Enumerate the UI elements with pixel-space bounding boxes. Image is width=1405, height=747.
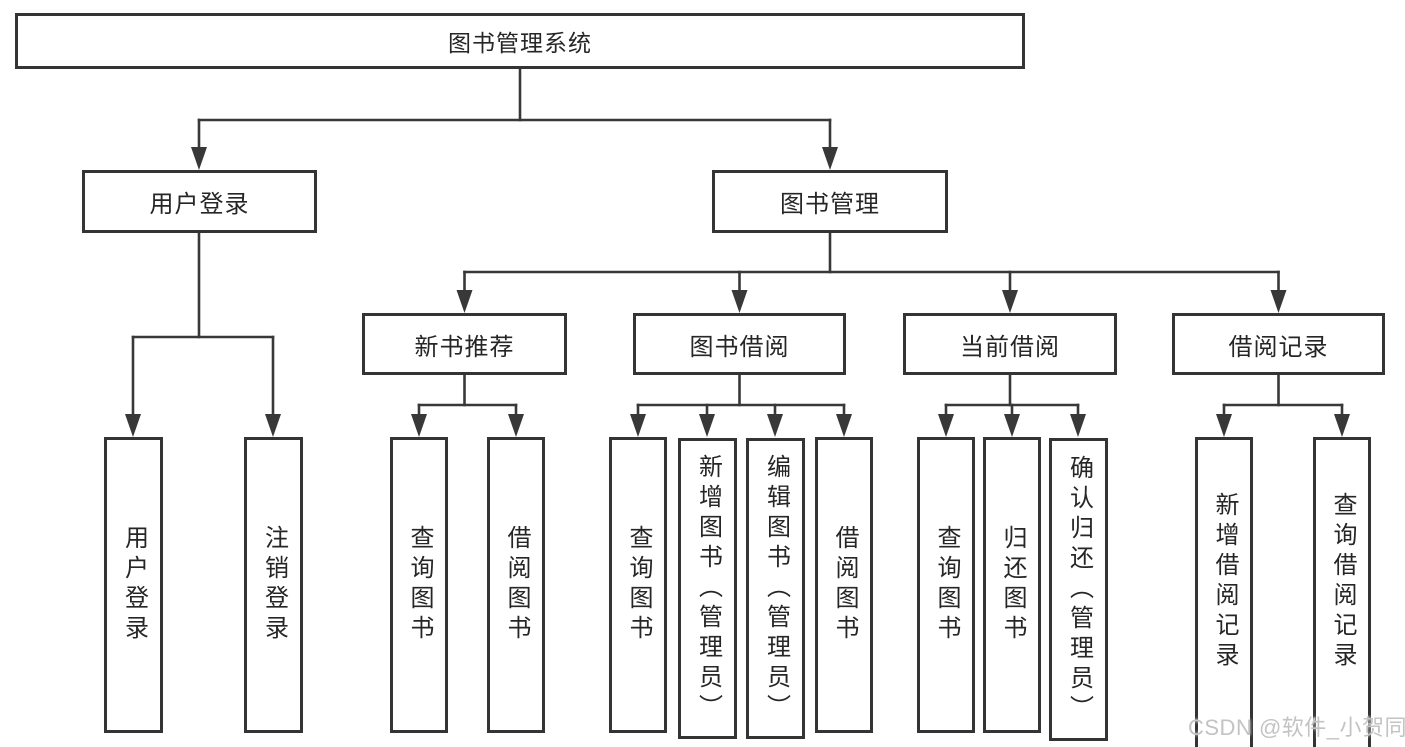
leaf-recommend-query-books: 查询图书 — [390, 437, 448, 733]
node-root-label: 图书管理系统 — [448, 30, 592, 56]
node-current-borrowing: 当前借阅 — [903, 313, 1117, 375]
node-new-book-recommend-label: 新书推荐 — [414, 333, 515, 361]
leaf-borrow-books: 借阅图书 — [815, 437, 873, 733]
node-root: 图书管理系统 — [15, 13, 1025, 69]
node-book-management: 图书管理 — [712, 170, 948, 233]
leaf-add-books-admin: 新增图书（管理员） — [678, 438, 737, 739]
leaf-current-query-books: 查询图书 — [917, 437, 975, 733]
leaf-borrowing-query-books: 查询图书 — [609, 437, 667, 733]
node-borrowing-records-label: 借阅记录 — [1228, 333, 1329, 361]
leaf-logout: 注销登录 — [244, 437, 303, 733]
node-borrowing-records: 借阅记录 — [1172, 313, 1385, 375]
node-user-login: 用户登录 — [82, 170, 317, 233]
node-book-management-label: 图书管理 — [780, 191, 880, 218]
csdn-watermark: CSDN @软件_小贺同学 — [1188, 715, 1405, 740]
leaf-return-books: 归还图书 — [983, 437, 1041, 733]
node-user-login-label: 用户登录 — [149, 191, 250, 218]
node-new-book-recommend: 新书推荐 — [362, 313, 567, 375]
leaf-recommend-borrow-books: 借阅图书 — [487, 437, 545, 733]
node-book-borrowing-label: 图书借阅 — [689, 333, 790, 361]
node-book-borrowing: 图书借阅 — [633, 313, 846, 375]
arrowhead-group — [125, 147, 1350, 437]
leaf-add-borrow-record: 新增借阅记录 — [1195, 437, 1253, 747]
leaf-user-login: 用户登录 — [104, 437, 163, 733]
node-current-borrowing-label: 当前借阅 — [960, 333, 1060, 361]
leaf-query-borrow-record: 查询借阅记录 — [1313, 437, 1371, 747]
leaf-edit-books-admin: 编辑图书（管理员） — [746, 438, 805, 739]
leaf-confirm-return-admin: 确认归还（管理员） — [1049, 438, 1108, 741]
